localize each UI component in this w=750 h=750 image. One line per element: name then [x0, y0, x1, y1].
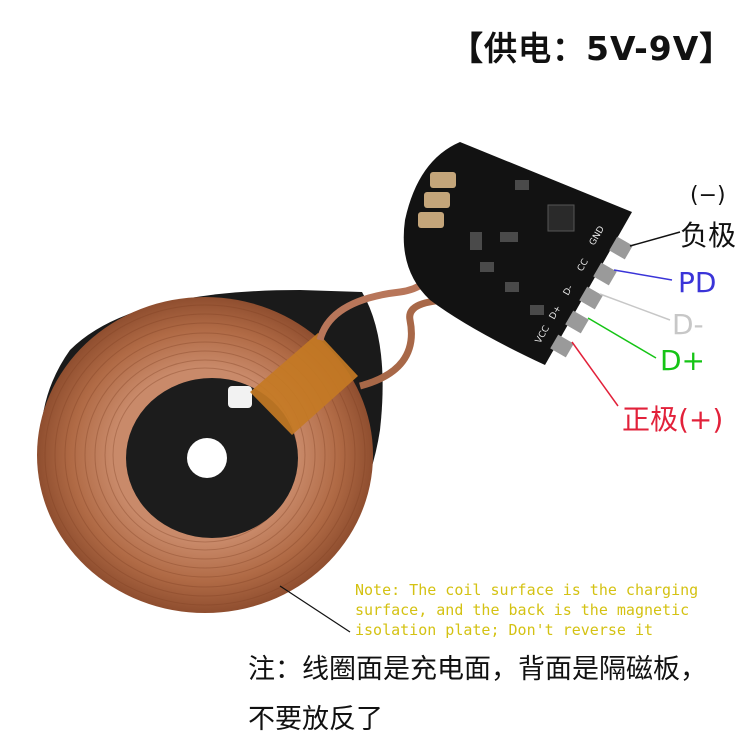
supply-voltage-title: 【供电：5V-9V】 — [450, 29, 734, 68]
center-notch — [228, 386, 252, 408]
english-note-line-2: surface, and the back is the magnetic — [355, 601, 690, 619]
pcb-board — [403, 142, 632, 365]
line-dplus — [587, 317, 657, 359]
line-pd — [613, 269, 673, 281]
dminus-pin-label: D- — [672, 308, 704, 341]
coil-windings — [44, 304, 366, 606]
chinese-note-line-1: 注：线圈面是充电面，背面是隔磁板， — [248, 654, 707, 685]
english-note: Note: The coil surface is the charging s… — [355, 580, 750, 640]
lead-wire-2 — [359, 296, 456, 390]
silk-dminus: D- — [562, 284, 576, 298]
pcb-components — [418, 172, 575, 315]
negative-pin-label: 负极 — [680, 219, 737, 252]
line-note — [279, 585, 351, 633]
pd-pin-label: PD — [678, 266, 717, 299]
english-note-line-1: Note: The coil surface is the charging — [355, 581, 699, 599]
line-dminus — [599, 293, 671, 321]
line-negative — [629, 231, 681, 247]
chinese-note-line-2: 不要放反了 — [248, 704, 383, 735]
center-hole — [187, 438, 227, 478]
kapton-tape — [250, 333, 358, 435]
dplus-pin-label: D+ — [660, 344, 706, 377]
line-positive — [571, 341, 619, 407]
solder-pads — [550, 236, 633, 358]
negative-symbol-label: (−) — [690, 183, 726, 208]
english-note-line-3: isolation plate; Don't reverse it — [355, 621, 654, 639]
positive-pin-label: 正极(+) — [622, 403, 724, 436]
